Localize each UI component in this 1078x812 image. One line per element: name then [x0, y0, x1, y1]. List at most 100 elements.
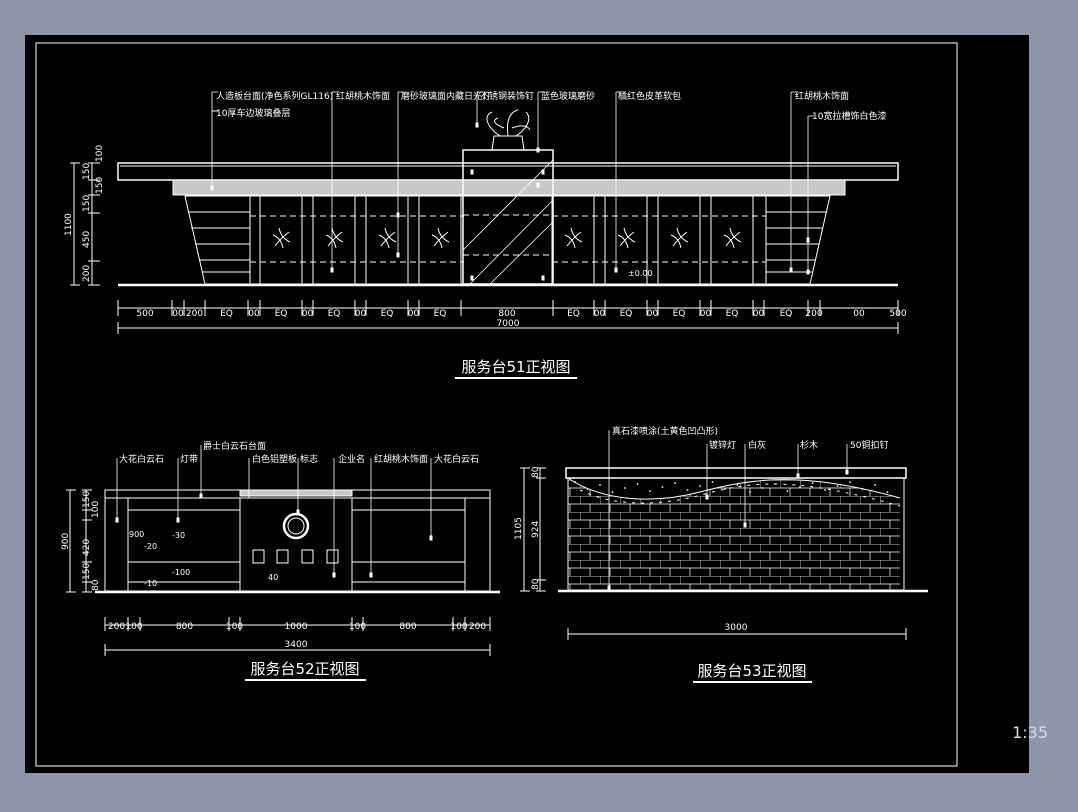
v51-hdim-5: 00 [248, 309, 260, 319]
stucco-speckle [874, 484, 876, 486]
panel-ornament [325, 227, 344, 249]
leader-marker [541, 275, 545, 281]
stucco-speckle [849, 481, 851, 483]
v52-callout-2: 灯带 [180, 454, 198, 465]
v51-hdim-21: 00 [753, 309, 765, 319]
v51-hdim-19: 00 [700, 309, 712, 319]
v52-total: 3400 [285, 640, 308, 650]
v52-vdim-1: 150 [82, 491, 92, 508]
v51-hdim-7: 00 [302, 309, 314, 319]
sheet-border [35, 42, 958, 767]
v52-callout-7: 红胡桃木饰面 [374, 453, 428, 465]
v52-vdim-total: 900 [61, 533, 71, 550]
stucco-speckle [636, 483, 639, 485]
panel-ornament [378, 227, 397, 249]
stucco-speckle [699, 485, 701, 487]
stucco-speckle [661, 486, 664, 488]
leader-marker [296, 509, 300, 515]
v51-callout-7: 橘红色皮革软包 [618, 90, 681, 102]
panel-ornament [723, 227, 742, 249]
v52-callout-8: 大花白云石 [434, 453, 479, 465]
panel-ornament [272, 227, 291, 249]
stucco-speckle [761, 487, 764, 489]
v52-level-1: 900 [129, 530, 144, 539]
v51-hdim-20: EQ [726, 309, 739, 319]
leader-marker [176, 517, 180, 523]
stucco-speckle [711, 481, 714, 483]
stucco-speckle [786, 490, 789, 492]
leader-marker [536, 147, 540, 153]
leader-marker [806, 269, 810, 275]
leader-marker [396, 252, 400, 258]
stucco-speckle [749, 491, 751, 493]
leader-marker [789, 267, 793, 273]
leader-marker [369, 572, 373, 578]
v51-callout-6: 蓝色玻璃磨砂 [541, 90, 595, 102]
stucco-speckle [611, 491, 614, 493]
panel-ornament [617, 227, 636, 249]
v52-callout-6: 企业名 [338, 453, 365, 465]
v51-hdim-24: 00 [853, 309, 865, 319]
v52-vdim-4: 150 [82, 563, 92, 580]
v51-callout-5: 不锈钢装饰钉 [480, 90, 534, 102]
v51-hdim-11: 00 [408, 309, 420, 319]
v51-hdim-2: 00 [172, 309, 184, 319]
stucco-speckle [674, 482, 676, 484]
leader-marker [332, 572, 336, 578]
v52-vdim-2: 100 [91, 501, 101, 518]
leader-marker [796, 473, 800, 479]
v51-hdim-9: 00 [355, 309, 367, 319]
stucco-speckle [861, 488, 864, 490]
v53-callout-3: 白灰 [748, 439, 766, 451]
v51-hdim-18: EQ [673, 309, 686, 319]
v53-callout-1: 真石漆喷涂(土黄色凹凸形) [612, 425, 718, 437]
leader-marker [115, 517, 119, 523]
v53-callout-5: 50铜扣钉 [850, 439, 888, 451]
v51-title: 服务台51正视图 [461, 358, 570, 376]
v52-callout-4: 白色铝塑板 [252, 453, 297, 465]
v53-callout-2: 镀锌灯 [709, 439, 736, 451]
v51-vdim-5: 450 [82, 231, 92, 248]
stucco-speckle [836, 485, 839, 487]
leader-marker [541, 169, 545, 175]
leader-marker [396, 212, 400, 218]
v52-level-4: -100 [172, 568, 190, 577]
v52-vdim-5: 80 [91, 579, 101, 591]
scale-label: 1:35 [1012, 723, 1048, 742]
v51-hdim-1: 500 [136, 309, 153, 319]
leader-marker [743, 522, 747, 528]
v51-hdim-14: EQ [567, 309, 580, 319]
v52-hdim-6: 100 [349, 622, 366, 632]
stucco-speckle [799, 486, 801, 488]
v52-hdim-5: 1000 [285, 622, 308, 632]
leader-marker [330, 267, 334, 273]
v51-hdim-13: 800 [498, 309, 515, 319]
leader-marker [470, 169, 474, 175]
v51-total: 7000 [497, 319, 520, 329]
v51-callout-2: 10厚车边玻璃叠层 [216, 107, 290, 119]
v53-vdim-2: 924 [531, 521, 541, 538]
drawing-sheet [25, 35, 1029, 773]
v51-vdim-6: 200 [82, 265, 92, 282]
v51-level: ±0.00 [628, 269, 653, 278]
v52-hdim-8: 100 [450, 622, 467, 632]
v52-hdim-9: 200 [469, 622, 486, 632]
leader-marker [429, 535, 433, 541]
v51-hdim-8: EQ [328, 309, 341, 319]
leader-marker [705, 494, 709, 500]
v51-hdim-6: EQ [275, 309, 288, 319]
v51-hdim-23: 200 [805, 309, 822, 319]
v52-callout-5: 标志 [300, 453, 318, 465]
v52-hdim-3: 800 [176, 622, 193, 632]
v51-hdim-17: 00 [647, 309, 659, 319]
v51-hdim-25: 500 [889, 309, 906, 319]
v52-hdim-1: 200 [108, 622, 125, 632]
v51-hdim-12: EQ [434, 309, 447, 319]
leader-marker [210, 185, 214, 191]
leader-marker [607, 585, 611, 591]
v51-vdim-2: 150 [82, 163, 92, 180]
v53-vdim-1: 80 [531, 466, 541, 478]
v51-vdim-1: 100 [95, 145, 105, 162]
v52-level-6: 40 [268, 573, 278, 582]
